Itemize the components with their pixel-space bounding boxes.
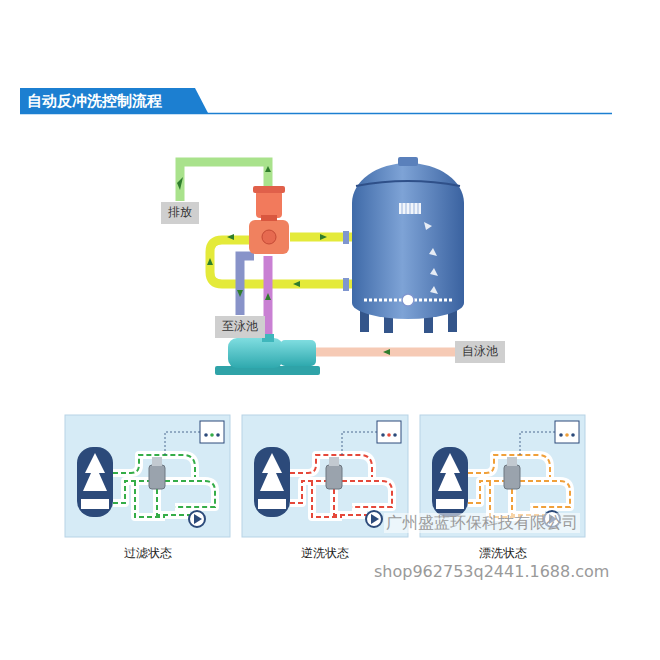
state-caption: 漂洗状态 xyxy=(420,545,585,562)
title-rule xyxy=(20,113,612,115)
return-pipe xyxy=(240,256,254,315)
state-caption: 过滤状态 xyxy=(65,545,230,562)
title-text: 自动反冲洗控制流程 xyxy=(27,91,162,111)
multiport-valve xyxy=(249,186,289,254)
watermark: shop962753q2441.1688.com xyxy=(372,562,611,582)
pipe-flange xyxy=(343,231,349,244)
state-illustration xyxy=(65,415,230,537)
box-label: 排放 xyxy=(168,205,192,221)
box-label: 至泳池 xyxy=(222,319,258,335)
inlet-pipe xyxy=(312,348,455,357)
watermark: 广州盛蓝环保科技有限公司 xyxy=(384,513,580,533)
pipe-label-box: 至泳池 xyxy=(215,316,265,338)
box-label: 自泳池 xyxy=(462,344,498,360)
circulation-pump xyxy=(215,334,320,375)
state-caption: 逆洗状态 xyxy=(242,545,408,562)
pipe-flange xyxy=(343,278,349,291)
state-panel: 过滤状态 xyxy=(65,415,230,537)
title-banner xyxy=(20,88,208,113)
sand-filter-tank xyxy=(352,157,464,333)
pipe-label-box: 自泳池 xyxy=(455,341,505,363)
drain-pipe xyxy=(180,162,268,201)
pipe-label-box: 排放 xyxy=(161,202,199,224)
